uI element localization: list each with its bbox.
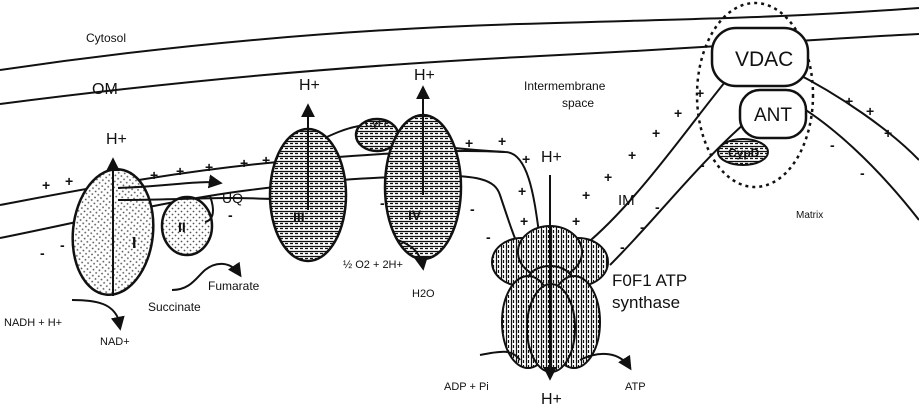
atp-label: ATP bbox=[625, 381, 646, 393]
ant-label: ANT bbox=[754, 105, 792, 126]
complex-ii-label: II bbox=[178, 219, 186, 235]
svg-text:+: + bbox=[884, 125, 892, 141]
complex-iv bbox=[385, 88, 461, 268]
cytosol-label: Cytosol bbox=[86, 31, 126, 45]
atp-synthase-proton-out: H+ bbox=[541, 391, 562, 408]
uq-label: UQ bbox=[222, 190, 243, 206]
oxygen-label: ½ O2 + 2H+ bbox=[343, 259, 403, 271]
nadh-arrow bbox=[72, 300, 120, 328]
intermembrane-label-line2: space bbox=[562, 96, 594, 110]
succinate-label: Succinate bbox=[148, 300, 201, 314]
atp-synthase-label-line2: synthase bbox=[612, 293, 680, 312]
svg-text:+: + bbox=[518, 183, 526, 199]
atp-synthase-label-line1: F0F1 ATP bbox=[612, 271, 687, 290]
svg-text:-: - bbox=[486, 229, 491, 245]
svg-text:+: + bbox=[628, 147, 636, 163]
complex-ii bbox=[162, 197, 212, 255]
svg-text:+: + bbox=[652, 125, 660, 141]
complex-iv-label: IV bbox=[408, 207, 422, 223]
svg-text:-: - bbox=[40, 245, 45, 261]
svg-text:+: + bbox=[262, 152, 270, 168]
complex-iii-label: III bbox=[293, 209, 305, 225]
svg-text:-: - bbox=[60, 237, 65, 253]
intermembrane-label-line1: Intermembrane bbox=[524, 79, 606, 93]
vdac-label: VDAC bbox=[735, 48, 793, 71]
atp-synthase-proton-in: H+ bbox=[541, 149, 562, 166]
svg-text:+: + bbox=[65, 173, 73, 189]
cypd-label: CypD bbox=[728, 146, 760, 160]
svg-text:+: + bbox=[150, 167, 158, 183]
svg-text:+: + bbox=[205, 159, 213, 175]
complex-i-proton: H+ bbox=[106, 131, 127, 148]
complex-iii-proton: H+ bbox=[299, 77, 320, 94]
nadh-label: NADH + H+ bbox=[4, 317, 62, 329]
fumarate-label: Fumarate bbox=[208, 279, 260, 293]
svg-text:+: + bbox=[582, 187, 590, 203]
om-label: OM bbox=[92, 81, 118, 98]
complex-iii bbox=[270, 106, 346, 261]
svg-text:-: - bbox=[470, 201, 475, 217]
svg-text:-: - bbox=[620, 239, 625, 255]
svg-text:-: - bbox=[860, 165, 865, 181]
cyt-c-label: Cyt c bbox=[365, 119, 390, 130]
nad-label: NAD+ bbox=[100, 336, 130, 348]
svg-text:+: + bbox=[240, 155, 248, 171]
svg-text:+: + bbox=[604, 169, 612, 185]
svg-text:+: + bbox=[845, 93, 853, 109]
svg-text:-: - bbox=[700, 157, 705, 173]
svg-text:-: - bbox=[228, 207, 233, 223]
svg-text:+: + bbox=[674, 105, 682, 121]
svg-text:+: + bbox=[522, 151, 530, 167]
adp-label: ADP + Pi bbox=[444, 381, 489, 393]
svg-text:+: + bbox=[866, 103, 874, 119]
complex-i bbox=[67, 160, 160, 299]
svg-text:-: - bbox=[640, 219, 645, 235]
complex-iv-proton: H+ bbox=[414, 67, 435, 84]
complex-i-label: I bbox=[132, 235, 136, 252]
matrix-label: Matrix bbox=[796, 210, 823, 221]
svg-text:+: + bbox=[572, 213, 580, 229]
svg-text:+: + bbox=[498, 133, 506, 149]
svg-text:-: - bbox=[655, 199, 660, 215]
svg-text:-: - bbox=[830, 137, 835, 153]
im-label: IM bbox=[618, 192, 635, 209]
svg-text:+: + bbox=[176, 163, 184, 179]
svg-text:+: + bbox=[520, 213, 528, 229]
svg-text:+: + bbox=[42, 177, 50, 193]
water-label: H2O bbox=[412, 288, 435, 300]
